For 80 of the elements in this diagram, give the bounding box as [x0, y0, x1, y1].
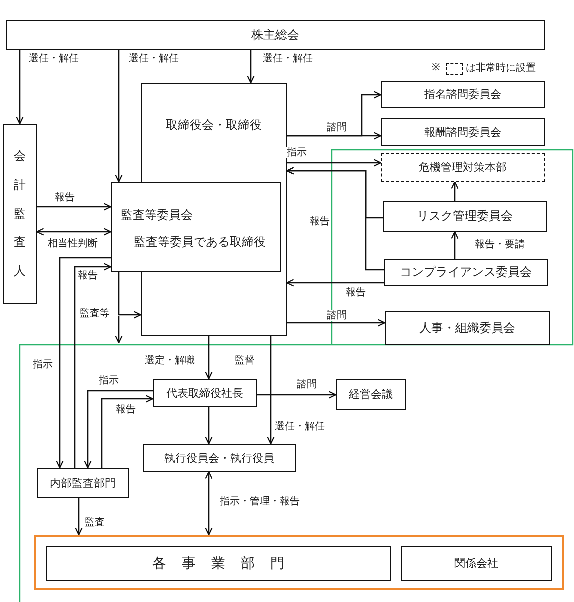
arrow	[205, 407, 213, 445]
box-label: リスク管理委員会	[417, 208, 513, 225]
edge-label: 報告・要請	[474, 240, 526, 250]
edge-label: 報告	[77, 270, 99, 282]
edge-label: 報告	[309, 216, 331, 228]
arrow	[205, 471, 213, 536]
box-label: 取締役会・取締役	[166, 117, 262, 134]
box-label: 人事・組織委員会	[420, 320, 516, 336]
arrow	[257, 391, 337, 399]
box-label: 株主総会	[252, 26, 300, 44]
edge-label: 監査等	[79, 308, 111, 320]
org-box	[401, 546, 552, 581]
arrow	[287, 159, 382, 167]
box-label: 危機管理対策本部	[419, 160, 507, 175]
box-label: 指名諮問委員会	[424, 88, 502, 102]
annotation-label: 選任・解任	[274, 422, 326, 432]
arrow	[247, 50, 255, 84]
note-mark: ※	[431, 62, 441, 74]
edge-label: 選任・解任	[128, 54, 180, 64]
org-box	[153, 379, 257, 407]
arrow	[115, 50, 123, 183]
edge-label: 相当性判断	[47, 238, 99, 250]
arrow	[16, 50, 24, 125]
edge-label: 報告	[54, 192, 76, 204]
edge-label: 選任・解任	[28, 54, 80, 64]
org-box	[37, 468, 129, 498]
edge-label: 指示	[286, 148, 308, 158]
org-box	[384, 259, 548, 286]
box-label: 経営会議	[349, 388, 393, 402]
edge-label: 諮問	[326, 310, 348, 322]
edge-label: 監査	[84, 518, 106, 528]
legend-label: は非常時に設置	[466, 62, 536, 76]
edge-label: 監督	[234, 356, 256, 366]
box-label: 監査等委員会	[121, 207, 193, 224]
org-box	[381, 118, 545, 146]
arrow	[84, 390, 153, 469]
arrow	[36, 228, 112, 236]
arrow	[118, 272, 142, 319]
box-label: 監査等委員である取締役	[134, 234, 266, 251]
org-box	[46, 546, 391, 581]
arrow	[205, 336, 213, 380]
edge-label: 諮問	[326, 122, 348, 134]
edge-label: 指示	[98, 376, 120, 386]
box-label: 内部監査部門	[50, 476, 116, 490]
arrow	[451, 181, 459, 201]
box-label: 報酬諮問委員会	[424, 126, 502, 140]
arrow	[286, 279, 384, 287]
arrow	[451, 231, 459, 259]
org-box	[6, 20, 545, 50]
arrow	[267, 336, 275, 445]
arrow	[75, 498, 83, 536]
arrow	[56, 257, 111, 469]
arrow	[287, 132, 382, 140]
arrow	[74, 263, 112, 468]
box-label: コンプライアンス委員会	[400, 264, 532, 281]
edge-label: 報告	[115, 404, 137, 416]
org-box	[385, 311, 550, 345]
box-label: 執行役員会・執行役員	[164, 452, 274, 466]
arrow	[286, 167, 384, 271]
org-box	[3, 124, 37, 304]
box-label: 代表取締役社長	[166, 386, 244, 400]
org-box	[383, 201, 547, 232]
arrow	[101, 395, 154, 468]
edge-label: 報告	[345, 288, 367, 298]
org-box	[111, 182, 281, 272]
org-box	[336, 379, 406, 410]
org-box	[143, 444, 296, 472]
group-frame	[34, 535, 564, 590]
edge-label: 指示	[32, 360, 54, 370]
box-label: 関係会社	[454, 557, 498, 571]
arrow	[287, 319, 386, 327]
edge-label: 選任・解任	[262, 54, 314, 64]
box-label: 各事業部門	[152, 556, 300, 572]
box-label: 会計監査人	[14, 148, 26, 280]
org-box	[381, 153, 545, 182]
edge-label: 諮問	[296, 380, 318, 390]
edge-label: 選定・解職	[144, 356, 196, 366]
org-box	[381, 81, 545, 108]
edge-label: 指示・管理・報告	[219, 496, 301, 508]
arrow	[37, 203, 112, 211]
